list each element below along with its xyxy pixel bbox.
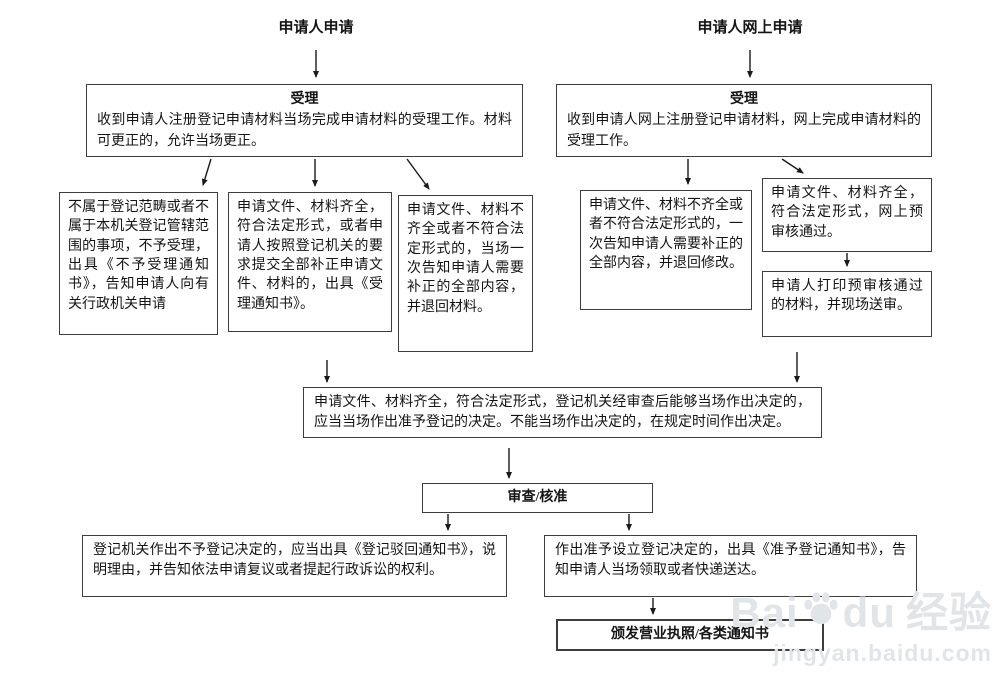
box-materials-incomplete: 申请文件、材料不齐全或者不符合法定形式的，当场一次告知申请人需要补正的全部内容，… [398,195,533,352]
box-accept-offline-body: 收到申请人注册登记申请材料当场完成申请材料的受理工作。材料可更正的，允许当场更正… [97,113,512,149]
arrow-accept-to-incomplete [406,158,430,190]
box-rejection-notice: 登记机关作出不予登记决定的，应当出具《登记驳回通知书》，说明理由，并告知依法申请… [82,535,507,597]
box-not-in-registration-scope: 不属于登记范畴或者不属于本机关登记管辖范围的事项，不予受理，出具《不予受理通知书… [59,192,218,335]
box-accept-online-title: 受理 [730,92,758,107]
header-applicant-online-apply: 申请人网上申请 [697,20,803,36]
arrow-accept-to-not-in-scope [201,158,212,186]
box-online-materials-incomplete: 申请文件、材料不齐全或者不符合法定形式的，一次告知申请人需要补正的全部内容，并退… [580,190,752,310]
box-decision-rule: 申请文件、材料齐全，符合法定形式，登记机关经审查后能够当场作出决定的，应当当场作… [303,387,822,438]
box-review-approval: 审查/核准 [422,483,653,513]
box-accept-offline-title: 受理 [290,92,319,107]
box-approval-notice: 作出准予设立登记决定的，出具《准予登记通知书》，告知申请人当场领取或者快递送达。 [544,535,917,597]
box-materials-complete: 申请文件、材料齐全，符合法定形式，或者申请人按照登记机关的要求提交全部补正申请文… [228,192,392,332]
box-print-and-submit-onsite: 申请人打印预审核通过的材料，并现场送审。 [762,271,932,337]
box-accept-online-body: 收到申请人网上注册登记申请材料，网上完成申请材料的受理工作。 [567,113,921,149]
watermark-brand-cn: 经验 [905,589,992,636]
box-accept-online: 受理 收到申请人网上注册登记申请材料，网上完成申请材料的受理工作。 [556,84,932,157]
box-online-precheck-passed: 申请文件、材料齐全，符合法定形式，网上预审核通过。 [762,178,932,252]
watermark-brand-suffix: du [842,589,896,636]
box-issue-license: 颁发营业执照/各类通知书 [556,619,824,651]
box-accept-offline: 受理 收到申请人注册登记申请材料当场完成申请材料的受理工作。材料可更正的，允许当… [86,84,523,157]
arrow-online-accept-to-pass [781,158,804,174]
header-applicant-apply: 申请人申请 [278,20,354,36]
